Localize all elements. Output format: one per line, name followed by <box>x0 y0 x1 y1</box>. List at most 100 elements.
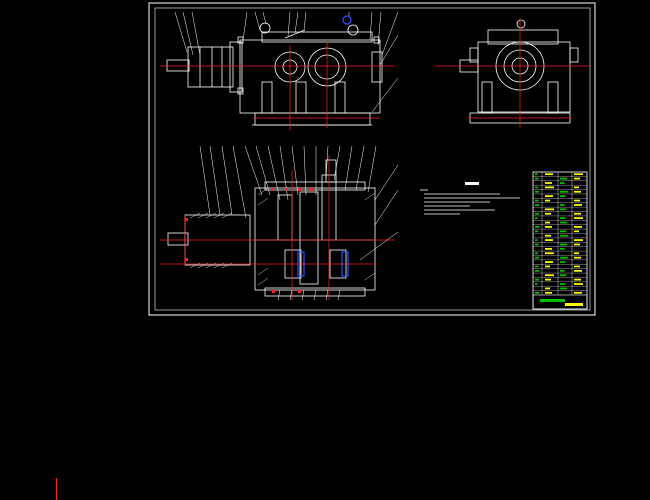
side-housing-top <box>487 29 559 45</box>
table-cell-text <box>560 287 568 290</box>
front-input-shaft <box>166 59 190 72</box>
parts-list-table[interactable] <box>532 171 588 310</box>
table-cell-text <box>545 182 552 184</box>
table-cell-text <box>560 274 567 277</box>
table-cell-text <box>560 230 567 233</box>
title-block <box>532 294 588 310</box>
table-cell-text <box>535 212 539 215</box>
table-cell-text <box>574 204 582 206</box>
cursor-marker-icon <box>56 478 57 500</box>
front-housing <box>239 39 381 114</box>
table-cell-text <box>560 217 566 220</box>
front-end-cap <box>371 51 383 83</box>
table-cell-text <box>545 208 554 211</box>
table-cell-text <box>560 261 566 263</box>
table-cell-text <box>545 186 554 189</box>
table-cell-text <box>535 243 539 246</box>
front-bolt-2 <box>237 87 244 95</box>
title-block-fill-2 <box>565 303 583 306</box>
table-cell-text <box>535 256 539 259</box>
front-motor-flange <box>229 41 243 93</box>
table-cell-text <box>545 265 550 268</box>
table-cell-text <box>574 177 580 180</box>
table-cell-text <box>535 265 539 268</box>
table-cell-text <box>545 221 550 224</box>
table-cell-text <box>545 199 550 202</box>
table-cell-text <box>535 186 538 189</box>
front-motor-body <box>187 46 234 88</box>
table-cell-text <box>574 186 579 189</box>
table-cell-text <box>574 217 583 220</box>
front-centerlines <box>160 42 395 130</box>
table-cell-text <box>560 221 568 224</box>
plan-flange-top <box>264 181 366 191</box>
table-cell-text <box>535 226 540 228</box>
table-cell-text <box>545 261 553 263</box>
notes-title <box>465 182 479 185</box>
front-lift-eye-1 <box>259 22 271 34</box>
side-lug-right <box>569 47 579 63</box>
table-cell-text <box>535 199 539 202</box>
table-cell-text <box>535 217 538 220</box>
side-centerlines <box>435 18 590 128</box>
table-cell-text <box>545 234 551 237</box>
table-cell-text <box>545 287 550 290</box>
side-lift-eye <box>516 19 526 29</box>
table-cell-text <box>545 212 551 215</box>
table-cell-text <box>560 204 565 206</box>
table-cell-text <box>545 247 552 250</box>
table-cell-text <box>535 177 539 180</box>
front-breather <box>284 29 306 39</box>
side-leg-1 <box>481 81 493 114</box>
front-leg-3 <box>334 81 346 114</box>
front-leader-lines <box>174 11 399 113</box>
plan-input-shaft <box>167 232 189 246</box>
table-cell-text <box>545 239 553 241</box>
table-cell-text <box>545 291 552 294</box>
table-cell-text <box>574 173 583 176</box>
table-cell-text <box>560 256 569 259</box>
title-block-fill <box>540 299 565 302</box>
table-cell-text <box>574 291 582 294</box>
table-cell-text <box>535 190 539 193</box>
technical-notes <box>420 182 520 215</box>
front-blue-fitting <box>342 15 352 25</box>
table-cell-text <box>560 182 565 184</box>
table-cell-text <box>535 278 539 281</box>
table-cell-text <box>535 252 538 255</box>
table-cell-text <box>545 274 554 277</box>
front-leg-1 <box>261 81 273 114</box>
table-cell-text <box>560 243 568 246</box>
table-cell-text <box>545 252 554 255</box>
table-cell-text <box>574 212 581 215</box>
table-cell-text <box>560 234 569 237</box>
table-cell-text <box>560 190 569 193</box>
table-cell-text <box>574 256 581 259</box>
table-cell-text <box>545 173 553 176</box>
table-cell-text <box>574 265 580 268</box>
table-cell-text <box>545 195 553 198</box>
plan-red-markers <box>185 188 313 293</box>
table-cell-text <box>535 291 540 294</box>
table-cell-text <box>574 226 582 228</box>
table-cell-text <box>574 199 580 202</box>
table-cell-text <box>535 204 540 206</box>
table-cell-text <box>574 230 579 233</box>
table-cell-text <box>560 195 566 198</box>
table-cell-text <box>535 239 538 241</box>
plan-housing <box>254 187 376 291</box>
table-cell-text <box>560 247 565 250</box>
sheet-outer-frame <box>148 2 596 316</box>
table-cell-text <box>535 230 538 233</box>
front-bolt-3 <box>373 36 380 44</box>
table-cell-text <box>560 283 566 285</box>
table-cell-text <box>574 278 581 281</box>
plan-gear-b <box>299 191 319 285</box>
table-cell-text <box>574 283 583 285</box>
table-cell-text <box>545 278 551 281</box>
table-cell-text <box>574 239 583 241</box>
front-leg-2 <box>295 81 307 114</box>
table-cell-text <box>560 208 567 211</box>
